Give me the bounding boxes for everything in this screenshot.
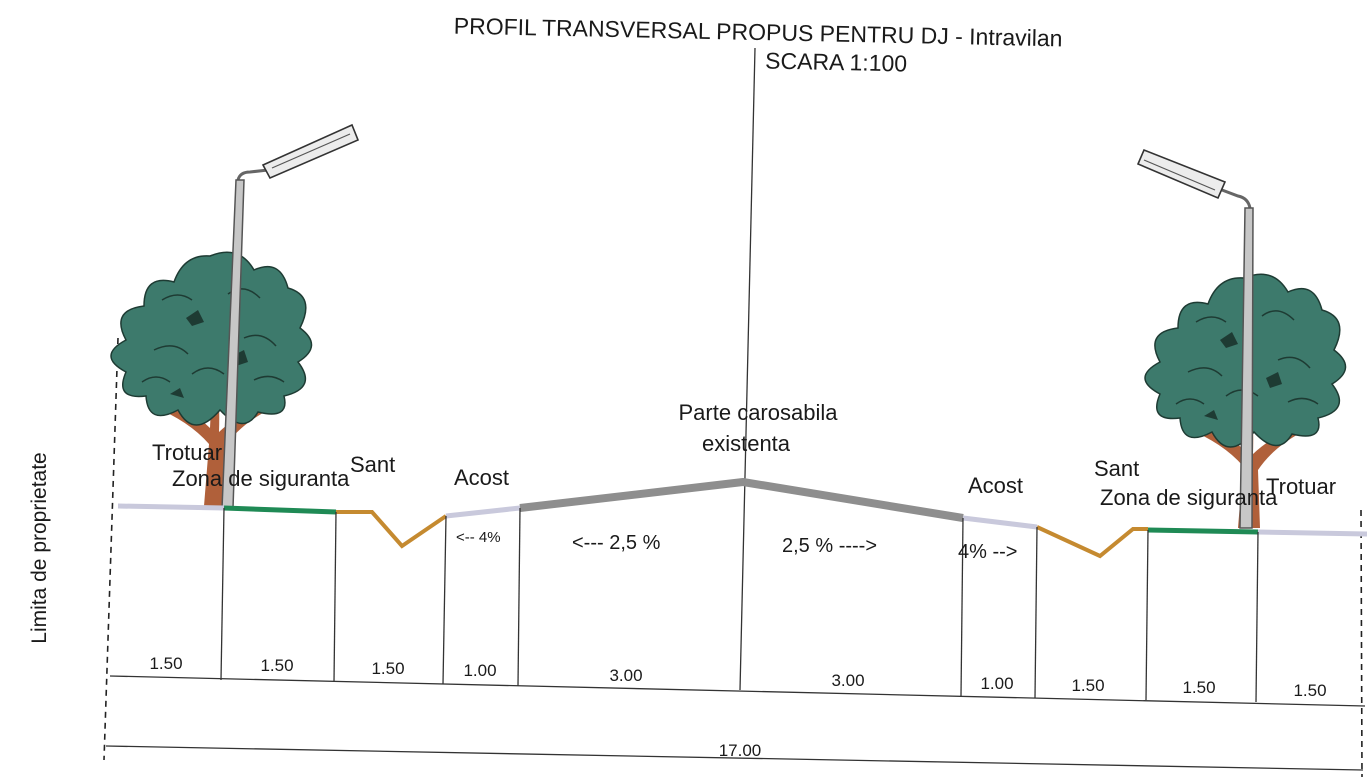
title-block: PROFIL TRANSVERSAL PROPUS PENTRU DJ - In… (454, 13, 1063, 77)
dimension-value: 1.50 (1293, 681, 1326, 700)
label-acost-right: Acost (968, 473, 1023, 498)
dimension-value: 1.50 (1071, 676, 1104, 695)
dimension-values: 1.50 1.50 1.50 1.00 3.00 3.00 1.00 1.50 … (149, 654, 1326, 760)
shoulder-left (445, 505, 521, 519)
ditch-right (1036, 525, 1148, 559)
dimension-value: 1.00 (980, 674, 1013, 693)
dimension-value: 3.00 (609, 666, 642, 685)
slope-acost-right: 4% --> (958, 541, 1017, 563)
label-zona-siguranta-right: Zona de siguranta (1100, 485, 1278, 510)
drawing-title: PROFIL TRANSVERSAL PROPUS PENTRU DJ - In… (454, 13, 1063, 52)
property-limit-right (1360, 509, 1363, 777)
slope-annotations: <-- 4% <--- 2,5 % 2,5 % ----> 4% --> (456, 529, 1017, 563)
label-trotuar-left: Trotuar (152, 440, 222, 465)
property-limit-left (103, 337, 119, 761)
dimension-band-total (105, 745, 1364, 771)
property-limit-label: Limita de proprietate (28, 452, 51, 643)
scale-label: SCARA 1:100 (765, 48, 907, 77)
street-lamp-icon (221, 123, 360, 509)
ditch-left (336, 510, 448, 549)
label-zona-siguranta-left: Zona de siguranta (172, 466, 350, 491)
division-lines (220, 507, 1259, 703)
dimension-band (109, 675, 1366, 707)
total-width-value: 17.00 (719, 741, 762, 760)
dimension-value: 3.00 (831, 671, 864, 690)
sidewalk-right (1257, 529, 1367, 537)
slope-acost-left: <-- 4% (456, 529, 501, 546)
label-parte-carosabila: Parte carosabila (679, 400, 839, 425)
dimension-value: 1.50 (260, 656, 293, 675)
dimension-value: 1.50 (149, 654, 182, 673)
label-sant-left: Sant (350, 452, 395, 477)
sidewalk-left (117, 503, 225, 511)
shoulder-right (962, 515, 1038, 530)
safety-zone-right (1147, 527, 1259, 535)
dimension-value: 1.50 (371, 659, 404, 678)
street-lamp-icon (1136, 148, 1254, 529)
slope-road-right: 2,5 % ----> (782, 535, 877, 557)
label-sant-right: Sant (1094, 456, 1139, 481)
carriageway (519, 478, 964, 522)
slope-road-left: <--- 2,5 % (572, 532, 661, 554)
road-centerline (739, 47, 756, 691)
label-existenta: existenta (702, 431, 791, 456)
road-profile (117, 478, 1367, 559)
label-acost-left: Acost (454, 465, 509, 490)
safety-zone-left (223, 505, 337, 515)
label-trotuar-right: Trotuar (1266, 474, 1336, 499)
section-labels: Trotuar Zona de siguranta Sant Acost Par… (152, 400, 1336, 510)
dimension-value: 1.50 (1182, 678, 1215, 697)
dimension-value: 1.00 (463, 661, 496, 680)
